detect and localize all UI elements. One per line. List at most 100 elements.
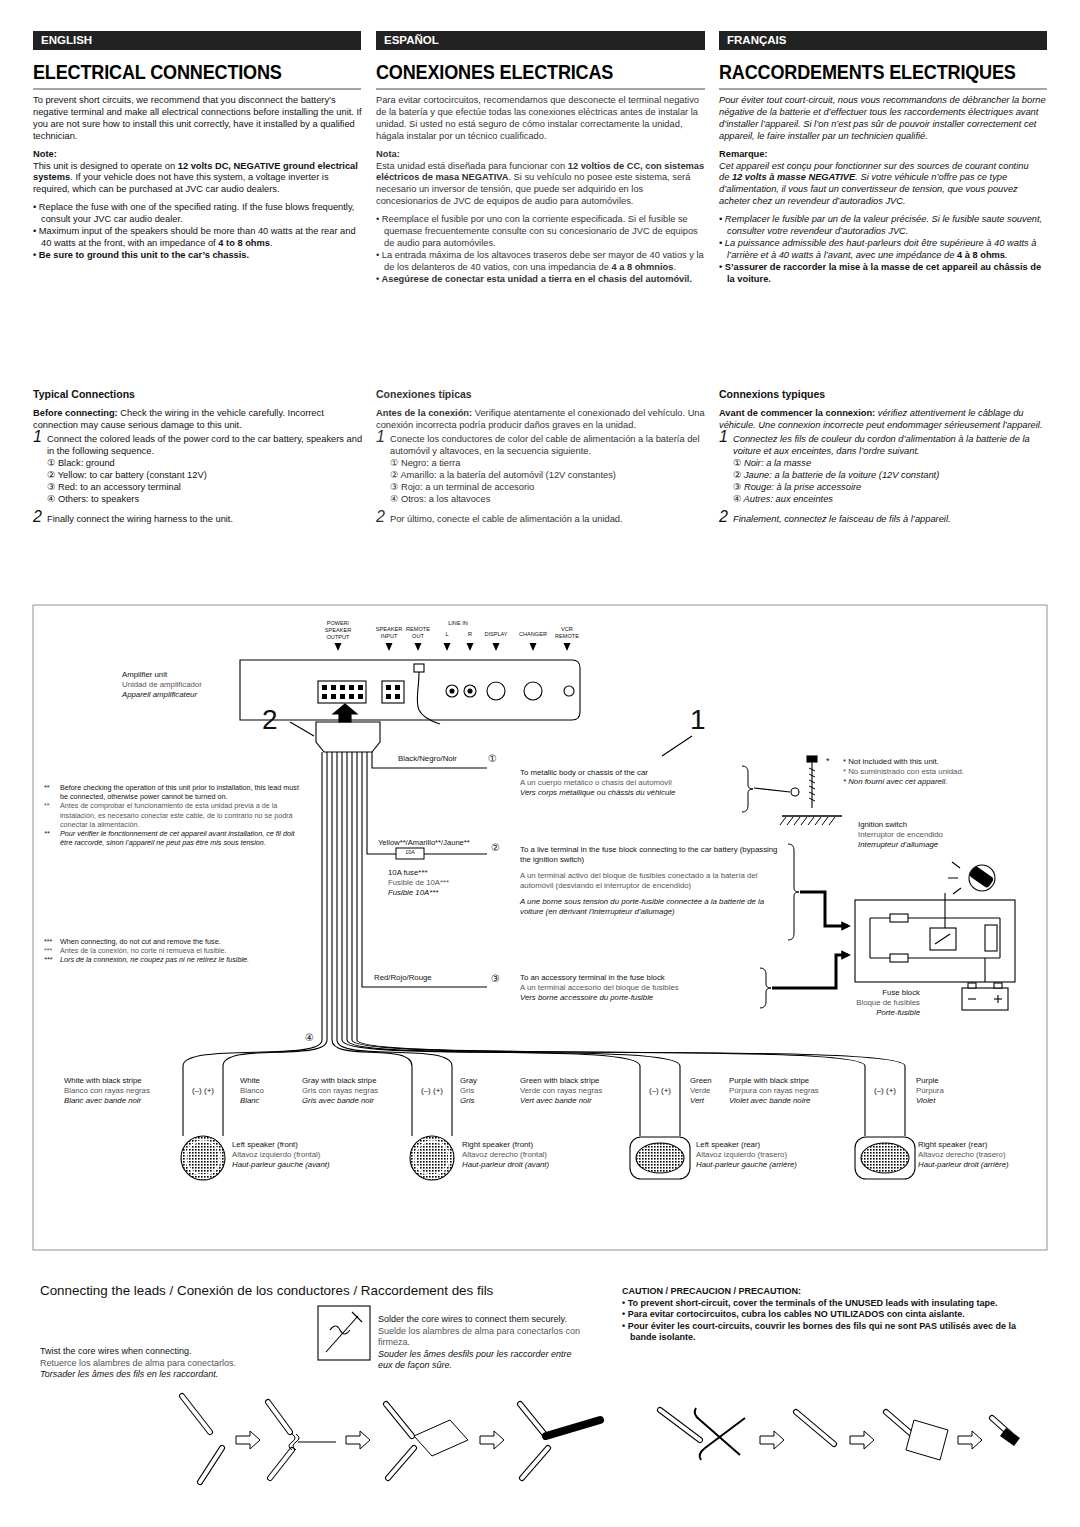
note-marker: ** [44, 783, 60, 792]
text-block: * No suministrado con esta unidad. [843, 767, 1043, 777]
text-block: * [826, 756, 836, 768]
speaker [186, 1141, 220, 1175]
text-block: To a live terminal in the fuse block con… [520, 845, 782, 865]
label: Unidad de amplificador [122, 680, 202, 689]
label: REMOTE OUT [406, 626, 430, 639]
speaker [636, 1143, 684, 1173]
label: Violet [916, 1096, 935, 1105]
wire [386, 643, 393, 651]
label: Antes de comprobar el funcionamiento de … [60, 801, 293, 828]
label: Bloque de fusibles [856, 998, 920, 1007]
fuse-block [890, 914, 908, 922]
text-block: Altavoz derecho (trasero) [918, 1150, 1043, 1160]
note-marker: ** [44, 801, 60, 810]
label: Para evitar cortocircuitos, recomendamos… [376, 95, 699, 141]
text-block: Pour éviter tout court-circuit, nous vou… [719, 95, 1049, 143]
label: (–) [874, 1086, 884, 1095]
tab-label: ESPAÑOL [384, 34, 439, 46]
label: . If your vehicle does not have this sys… [33, 172, 329, 194]
label: (+) [433, 1086, 443, 1095]
text-group: POWER/ SPEAKER OUTPUT [313, 620, 363, 641]
text-group: 10A [396, 849, 424, 856]
label: Haut-parleur droit (arrière) [918, 1160, 1009, 1169]
amplifier-unit [564, 686, 574, 696]
label: Connectez les fils de couleur du cordon … [733, 434, 1030, 456]
wiring-harness-plug [290, 704, 692, 756]
label: 4 a 8 ohmnios [611, 262, 673, 272]
label: * [826, 756, 830, 766]
label: Púrpura [916, 1086, 944, 1095]
text-block: Haut-parleur gauche (avant) [232, 1160, 362, 1170]
label: Fusible 10A*** [388, 888, 438, 897]
step-number: 2 [376, 512, 390, 522]
text-block: Antes de la conexión:Verifique atentamen… [376, 408, 706, 432]
ground-terminal [782, 815, 842, 817]
feed-arrow [772, 892, 848, 988]
text-group: GrayGrisGris [460, 1076, 500, 1106]
wire [236, 1431, 260, 1449]
wire [796, 1412, 834, 1444]
battery [968, 998, 976, 999]
label: Before checking the operation of this un… [60, 783, 299, 801]
text-group: Right speaker (front)Altavoz derecho (fr… [462, 1140, 592, 1170]
text-block: 2 [262, 702, 288, 738]
wire [809, 798, 815, 801]
text-group: **Before checking the operation of this … [44, 783, 306, 848]
text-block: Connexions typiques [719, 388, 1049, 401]
battery [962, 958, 1008, 1010]
text-group: Purple with black stripePúrpura con raya… [729, 1076, 854, 1106]
text-block: • La puissance admissible des haut-parle… [719, 238, 1049, 262]
label: Violet avec bande noire [729, 1096, 810, 1105]
heading: CONEXIONES ELECTRICAS [376, 60, 613, 83]
label: Interrupteur d’allumage [858, 840, 938, 849]
text-block: Fusible de 10A*** [388, 878, 488, 888]
text-block: 1 [690, 702, 716, 738]
text-group: To metallic body or chassis of the carA … [520, 768, 735, 798]
text-block: **Antes de comprobar el funcionamiento d… [44, 801, 306, 829]
wire [520, 1404, 546, 1436]
wire [367, 752, 487, 854]
text-group: Conexiones típicasAntes de la conexión:V… [376, 388, 706, 525]
wire [182, 643, 1020, 1482]
text-block: Conexiones típicas [376, 388, 706, 401]
feed-arrow [800, 892, 848, 926]
text-group: L [442, 631, 452, 638]
label: Nota: [376, 149, 400, 159]
wire [200, 1448, 222, 1482]
soldering-iron [318, 1306, 370, 1360]
label: To a live terminal in the fuse block con… [520, 845, 777, 864]
wire [270, 1450, 292, 1478]
fuse-block [869, 918, 870, 958]
wire [564, 643, 571, 651]
text-block: (–)(+) [645, 1086, 675, 1096]
label: CAUTION / PRECAUCION / PRECAUTION: [622, 1286, 801, 1296]
amplifier-unit [417, 672, 440, 724]
label: ② Jaune: a la batterie de la voiture (12… [733, 470, 939, 480]
text-block: Verde con rayas negras [520, 1086, 635, 1096]
fuse-block [999, 918, 1000, 958]
text-block: **Before checking the operation of this … [44, 783, 306, 801]
fuse-block [930, 928, 956, 950]
wire [182, 1396, 210, 1432]
text-block: Esta unidad está diseñada para funcionar… [376, 161, 706, 209]
battery [994, 983, 1002, 988]
text-block: • S’assurer de raccorder la mise à la ma… [719, 262, 1049, 286]
text-block: Blanco con rayas negras [64, 1086, 174, 1096]
label: Vers corps métallique ou châssis du véhi… [520, 788, 675, 797]
amplifier-unit [524, 682, 542, 700]
text-group: 1 [690, 702, 716, 738]
text-block: A une borne sous tension du porte-fusibl… [520, 897, 782, 917]
label: Altavoz izquierdo (frontal) [232, 1150, 320, 1159]
text-block: Green [690, 1076, 730, 1086]
label: Gris con rayas negras [302, 1086, 378, 1095]
wire [362, 752, 487, 987]
heading-rule [719, 89, 1047, 90]
wire [809, 774, 815, 777]
label: Amplifier unit [122, 670, 167, 679]
fuse-block [890, 954, 908, 962]
text-block: Fusible 10A*** [388, 888, 488, 898]
label: Suelde los alambres de alma para conecta… [378, 1326, 580, 1348]
text-block: Vers corps métallique ou châssis du véhi… [520, 788, 735, 798]
wire [358, 694, 363, 699]
text-group: Left speaker (rear)Altavoz izquierdo (tr… [696, 1140, 826, 1170]
